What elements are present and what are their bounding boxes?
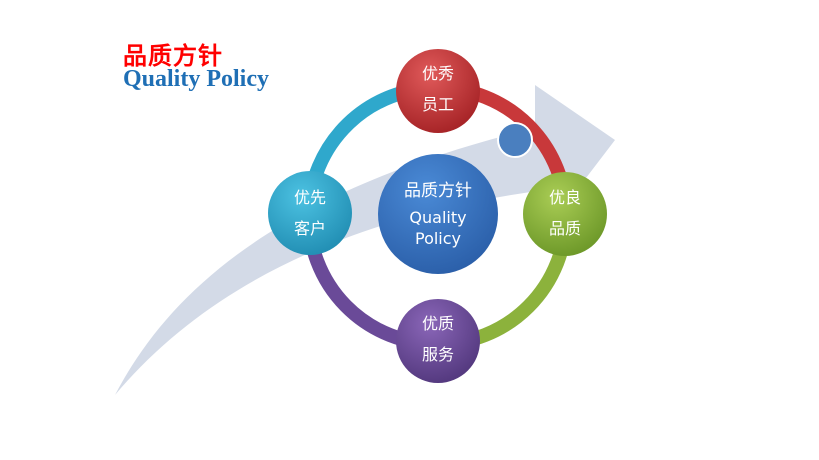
- node-line2: 客户: [293, 219, 326, 238]
- center-label-english-2: Policy: [414, 229, 462, 248]
- center-label: 品质方针 Quality Policy: [378, 176, 498, 249]
- title-english: Quality Policy: [123, 66, 269, 92]
- node-excellent-staff: 优秀 员工: [393, 58, 483, 120]
- node-good-quality: 优良 品质: [520, 182, 610, 244]
- node-line1: 优良: [548, 188, 581, 207]
- node-line2: 品质: [548, 219, 581, 238]
- center-circle: [378, 154, 498, 274]
- node-line2: 员工: [421, 95, 454, 114]
- center-label-chinese: 品质方针: [404, 181, 472, 201]
- node-line1: 优质: [421, 314, 454, 333]
- node-quality-service: 优质 服务: [393, 308, 483, 370]
- node-circle-quality-service: [396, 299, 480, 383]
- center-label-english-1: Quality: [409, 208, 467, 227]
- accent-dot: [497, 122, 533, 158]
- progress-arrow: [115, 85, 615, 395]
- node-line1: 优秀: [421, 64, 454, 83]
- title-chinese: 品质方针: [123, 42, 223, 70]
- node-line1: 优先: [293, 188, 326, 207]
- node-circle-customer-first: [268, 171, 352, 255]
- node-circle-good-quality: [523, 172, 607, 256]
- node-line2: 服务: [421, 345, 454, 364]
- node-customer-first: 优先 客户: [265, 182, 355, 244]
- node-circle-excellent-staff: [396, 49, 480, 133]
